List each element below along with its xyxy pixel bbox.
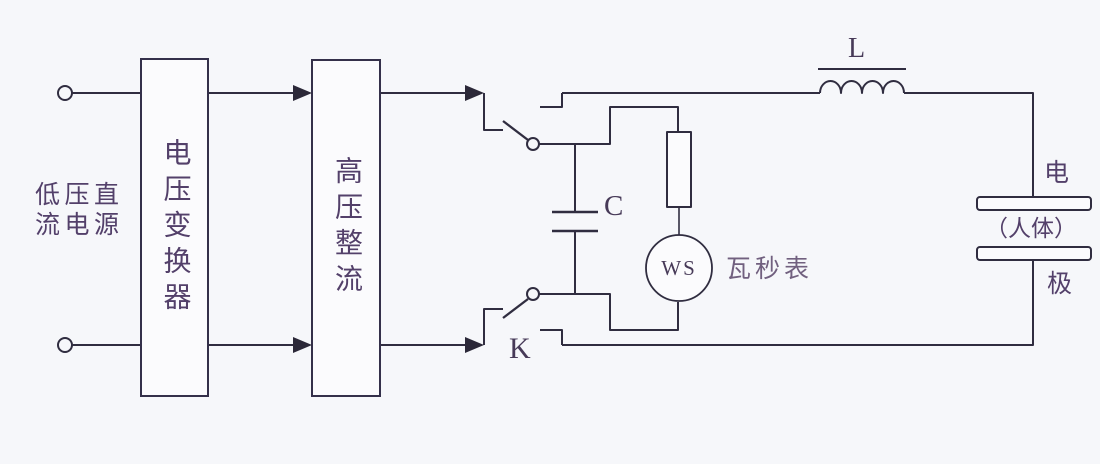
switch-feed-step-top bbox=[483, 93, 503, 131]
inductor-coil bbox=[819, 80, 905, 94]
hv-rectifier-box: 高压整流 bbox=[311, 59, 381, 397]
voltage-converter-label: 电压变换器 bbox=[159, 137, 191, 318]
hv-rectifier-label: 高压整流 bbox=[331, 156, 362, 300]
electrode-label-top: 电 bbox=[1044, 160, 1070, 187]
electrode-plate-bottom bbox=[976, 246, 1092, 261]
input-terminal-top bbox=[57, 85, 73, 101]
switch-blade-bottom bbox=[502, 298, 529, 319]
electrode-label-body: （人体） bbox=[985, 216, 1077, 241]
wire-pole-bottom bbox=[539, 293, 679, 331]
ws-meter-label: 瓦秒表 bbox=[726, 256, 814, 283]
arrowhead-top-1 bbox=[293, 85, 312, 101]
source-label: 低压直流电源 bbox=[35, 182, 124, 239]
switch-output-stub-top bbox=[540, 93, 563, 108]
inductor-label: L bbox=[848, 33, 866, 64]
switch-output-stub-bottom bbox=[540, 329, 563, 345]
arrowhead-bottom-2 bbox=[465, 337, 484, 353]
wire-to-electrode-top bbox=[904, 92, 1034, 197]
arrowhead-bottom-1 bbox=[293, 337, 312, 353]
meter-resistor bbox=[666, 131, 692, 208]
electrode-plate-top bbox=[976, 196, 1092, 211]
input-terminal-bottom bbox=[57, 337, 73, 353]
ws-meter-circle bbox=[645, 234, 713, 302]
wire-pole-top bbox=[539, 106, 679, 145]
voltage-converter-box: 电压变换器 bbox=[140, 58, 209, 397]
arrowhead-top-2 bbox=[465, 85, 484, 101]
switch-contact-bottom bbox=[526, 287, 540, 301]
switch-feed-step-bottom bbox=[483, 308, 503, 345]
capacitor-label: C bbox=[604, 190, 624, 222]
switch-contact-top bbox=[526, 137, 540, 151]
wire-to-electrode-bottom bbox=[562, 261, 1034, 346]
ws-meter-symbol: WS bbox=[661, 256, 697, 280]
switch-blade-top bbox=[502, 120, 529, 141]
switch-label: K bbox=[509, 332, 531, 365]
electrode-label-bottom: 极 bbox=[1047, 271, 1073, 298]
